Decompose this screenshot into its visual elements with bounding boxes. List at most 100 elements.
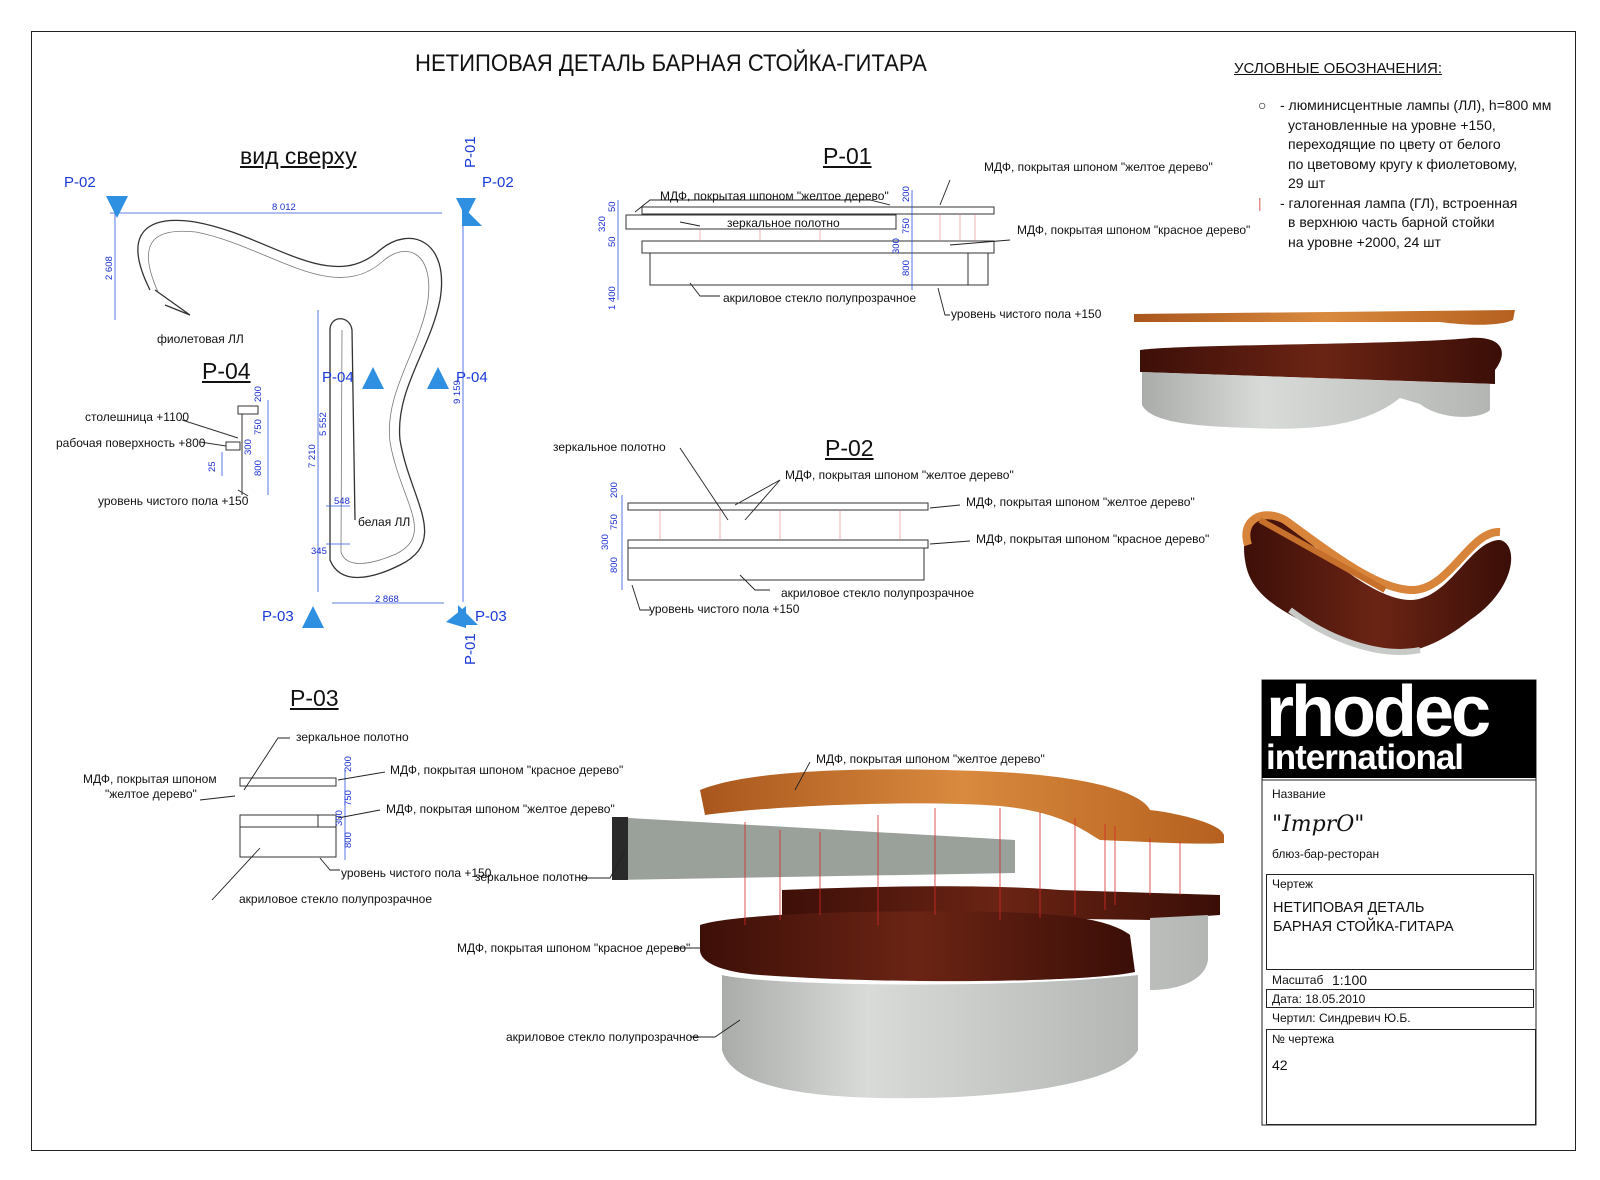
plan-marker-p04-left: P-04 (322, 369, 354, 386)
p02-dim-800: 800 (609, 557, 620, 573)
p01-dim-50b: 50 (607, 236, 618, 247)
p04-heading: P-04 (202, 358, 251, 384)
plan-label-violet-lamp: фиолетовая ЛЛ (157, 332, 244, 346)
p03-dim-800: 800 (343, 832, 354, 848)
p01-heading: P-01 (823, 143, 872, 169)
drawing-frame (31, 31, 1576, 1151)
p01-dim-300: 300 (891, 238, 902, 254)
plan-marker-p03-right: P-03 (475, 608, 507, 625)
tb-date: Дата: 18.05.2010 (1272, 992, 1366, 1006)
plan-dim-9159: 9 159 (452, 380, 463, 404)
logo-rhodec: rhodec (1266, 672, 1491, 752)
render-3d-aerial (1242, 511, 1512, 655)
p04-dim-750: 750 (253, 419, 264, 435)
tb-scale-value: 1:100 (1332, 972, 1368, 988)
tb-drawing-box (1266, 874, 1534, 970)
p02-dim-200: 200 (609, 482, 620, 498)
tb-number-box (1266, 1029, 1536, 1125)
p01-label-yellow-top: МДФ, покрытая шпоном "желтое дерево" (984, 160, 1213, 174)
tb-drawing-line2: БАРНАЯ СТОЙКА-ГИТАРА (1273, 919, 1454, 935)
tb-scale-label: Масштаб (1272, 973, 1324, 987)
p02-section (627, 502, 929, 581)
p04-section (181, 405, 259, 497)
p03-label-acrylic: акриловое стекло полупрозрачное (239, 892, 433, 906)
plan-markers (106, 196, 482, 628)
p04-dim-800: 800 (253, 460, 264, 476)
exploded-label-acrylic: акриловое стекло полупрозрачное (506, 1030, 700, 1044)
tb-date-box (1266, 989, 1534, 1008)
p01-dim-1400: 1 400 (607, 286, 618, 310)
render-3d-side (1134, 310, 1515, 429)
plan-dim-2868: 2 868 (375, 594, 399, 605)
plan-view (137, 219, 443, 579)
p02-label-red: МДФ, покрытая шпоном "красное дерево" (976, 532, 1210, 546)
plan-marker-p01-top: P-01 (462, 136, 479, 168)
plan-marker-p04-right: P-04 (456, 369, 488, 386)
exploded-label-mirror: зеркальное полотно (475, 870, 588, 884)
p03-dim-300: 300 (334, 810, 345, 826)
tb-drawing-line1: НЕТИПОВАЯ ДЕТАЛЬ (1273, 900, 1425, 916)
legend-circle-icon: ○ (1258, 97, 1267, 113)
tb-project-name: "ImprO" (1272, 812, 1365, 837)
p03-label-mirror: зеркальное полотно (296, 730, 409, 744)
plan-marker-p03-left: P-03 (262, 608, 294, 625)
p01-label-mirror: зеркальное полотно (727, 216, 840, 230)
p02-heading: P-02 (825, 435, 874, 461)
p03-label-yellow-left-2: "желтое дерево" (105, 787, 197, 801)
tb-project-sub: блюз-бар-ресторан (1272, 847, 1380, 861)
tb-drawn-by: Чертил: Синдревич Ю.Б. (1272, 1011, 1411, 1025)
p01-dim-320: 320 (597, 216, 608, 232)
p01-label-acrylic: акриловое стекло полупрозрачное (723, 291, 917, 305)
p01-dim-750: 750 (901, 218, 912, 234)
p02-label-yellow-a: МДФ, покрытая шпоном "желтое дерево" (785, 468, 1014, 482)
plan-dim-345: 345 (311, 546, 327, 557)
p04-label-work-surface: рабочая поверхность +800 (56, 436, 206, 450)
plan-heading: вид сверху (240, 143, 357, 169)
p04-dim-25: 25 (207, 461, 218, 472)
p02-label-mirror: зеркальное полотно (553, 440, 666, 454)
plan-dim-5552: 5 552 (318, 412, 329, 436)
tb-number-value: 42 (1272, 1057, 1288, 1073)
plan-dimensions (110, 205, 464, 604)
p01-dim-800: 800 (901, 260, 912, 276)
page-title: НЕТИПОВАЯ ДЕТАЛЬ БАРНАЯ СТОЙКА-ГИТАРА (415, 50, 927, 77)
p02-label-yellow-b: МДФ, покрытая шпоном "желтое дерево" (966, 495, 1195, 509)
plan-dim-8012: 8 012 (272, 202, 296, 213)
p01-dim-200: 200 (901, 186, 912, 202)
p02-dim-750: 750 (609, 514, 620, 530)
logo-background (1262, 680, 1536, 778)
p01-section (625, 206, 995, 286)
p03-section (239, 777, 337, 858)
plan-label-white-lamp: белая ЛЛ (358, 515, 411, 529)
plan-marker-p02-right: P-02 (482, 174, 514, 191)
plan-marker-p01-bottom: P-01 (462, 633, 479, 665)
p01-label-yellow-left: МДФ, покрытая шпоном "желтое дерево" (660, 189, 889, 203)
tb-drawing-label: Чертеж (1272, 877, 1314, 891)
logo-international: international (1266, 738, 1464, 777)
plan-dim-7210: 7 210 (307, 444, 318, 468)
p03-label-yellow-right: МДФ, покрытая шпоном "желтое дерево" (386, 802, 615, 816)
p03-label-red: МДФ, покрытая шпоном "красное дерево" (390, 763, 624, 777)
p04-label-countertop: столешница +1100 (85, 410, 190, 424)
p02-label-floor-level: уровень чистого пола +150 (649, 602, 800, 616)
p01-label-red: МДФ, покрытая шпоном "красное дерево" (1017, 223, 1251, 237)
p02-label-acrylic: акриловое стекло полупрозрачное (781, 586, 975, 600)
p03-label-floor-level: уровень чистого пола +150 (341, 866, 492, 880)
p03-dim-750: 750 (343, 790, 354, 806)
plan-marker-p02-left: P-02 (64, 174, 96, 191)
p01-dim-50a: 50 (607, 201, 618, 212)
legend-item-fluorescent: ○- люминисцентные лампы (ЛЛ), h=800 мм у… (1258, 97, 1552, 250)
plan-dim-2608: 2 608 (104, 256, 115, 280)
exploded-label-yellow: МДФ, покрытая шпоном "желтое дерево" (816, 752, 1045, 766)
legend-heading: УСЛОВНЫЕ ОБОЗНАЧЕНИЯ: (1234, 60, 1443, 77)
p01-label-floor-level: уровень чистого пола +150 (951, 307, 1102, 321)
p04-dim-200: 200 (253, 386, 264, 402)
render-3d-exploded (612, 769, 1224, 1099)
p04-label-floor-level: уровень чистого пола +150 (98, 494, 249, 508)
legend-halogen-icon: | (1258, 194, 1262, 211)
p03-label-yellow-left-1: МДФ, покрытая шпоном (83, 772, 217, 786)
tb-name-label: Название (1272, 787, 1326, 801)
exploded-lamp-lines (744, 808, 1181, 925)
p03-dim-200: 200 (343, 756, 354, 772)
